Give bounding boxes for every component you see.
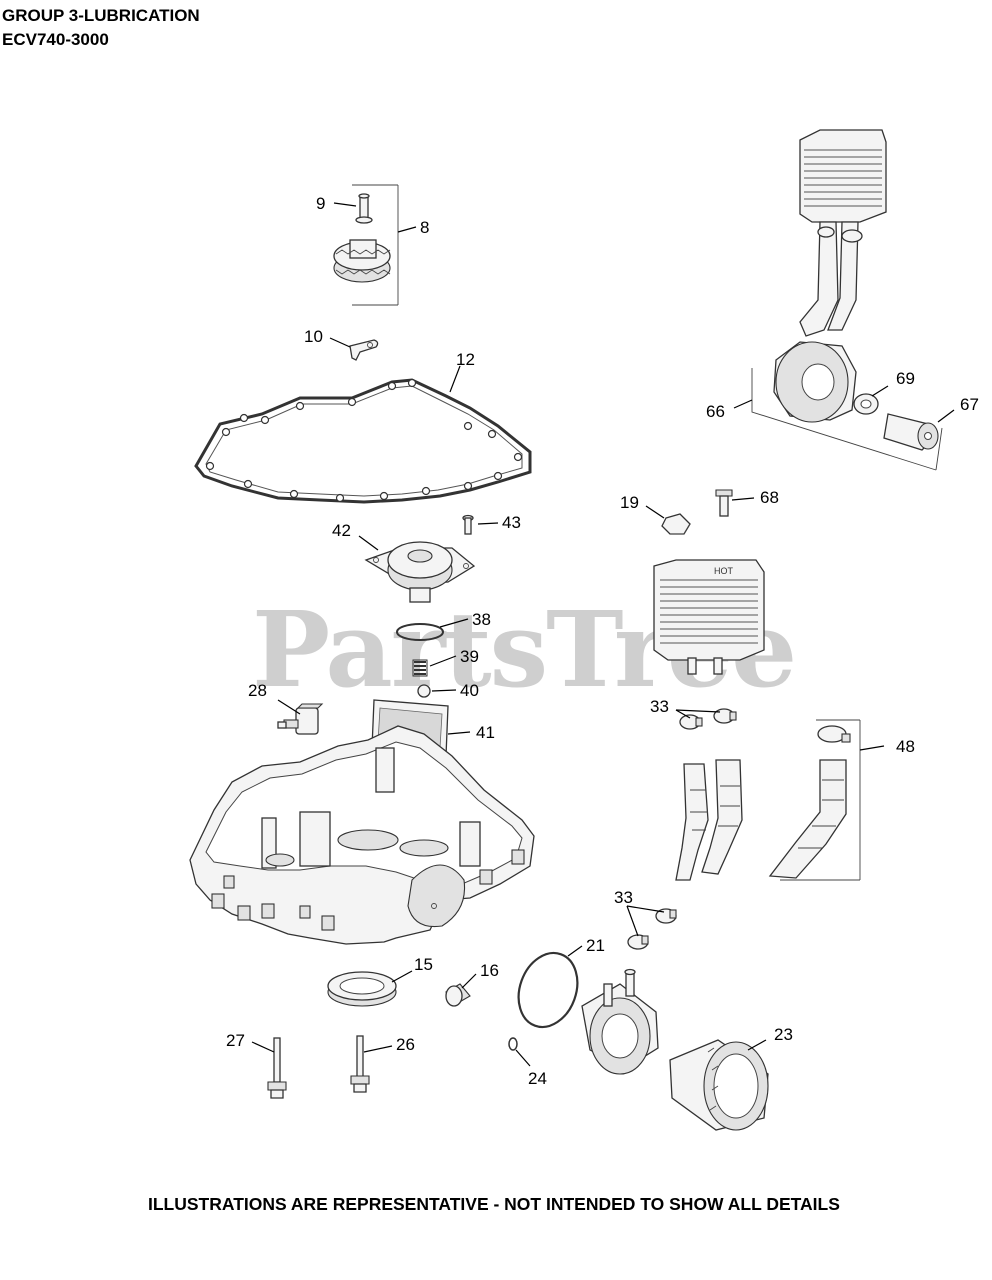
o-ring-part[interactable]: [396, 623, 444, 641]
callout-23[interactable]: 23: [774, 1025, 793, 1044]
relief-ball-part[interactable]: [417, 684, 431, 698]
callout-48[interactable]: 48: [896, 737, 915, 756]
illustration-disclaimer: ILLUSTRATIONS ARE REPRESENTATIVE - NOT I…: [148, 1194, 840, 1214]
callout-24[interactable]: 24: [528, 1069, 547, 1088]
governor-clip-part[interactable]: [349, 339, 379, 361]
callout-labels: 9 8 10 12 43 42 38 39 40 41 28 15 16 27 …: [226, 194, 979, 1088]
bolt-medium-part[interactable]: [350, 1035, 370, 1093]
callout-38[interactable]: 38: [472, 610, 491, 629]
small-o-ring-part[interactable]: [508, 1037, 518, 1051]
oil-cooler-hose-pair[interactable]: [675, 759, 743, 881]
oil-seal-part[interactable]: [327, 971, 397, 1007]
callout-9[interactable]: 9: [316, 194, 325, 213]
callout-42[interactable]: 42: [332, 521, 351, 540]
closure-plate-gasket-part[interactable]: [194, 378, 532, 504]
oil-filter-adapter[interactable]: [581, 968, 659, 1075]
cooler-bolt-part[interactable]: [715, 489, 733, 517]
cooler-hot-marking: HOT: [714, 566, 734, 576]
callout-28[interactable]: 28: [248, 681, 267, 700]
hex-nut-part[interactable]: [661, 513, 691, 535]
callout-15[interactable]: 15: [414, 955, 433, 974]
oil-pump-screw-part[interactable]: [462, 514, 474, 535]
callout-12[interactable]: 12: [456, 350, 475, 369]
hose-clamp-lower-part[interactable]: [627, 908, 677, 950]
callout-27[interactable]: 27: [226, 1031, 245, 1050]
callout-69[interactable]: 69: [896, 369, 915, 388]
callout-33-upper[interactable]: 33: [650, 697, 669, 716]
oil-pump-part[interactable]: [364, 541, 476, 603]
oil-cooler-single-hose-part[interactable]: [768, 719, 861, 881]
callout-26[interactable]: 26: [396, 1035, 415, 1054]
callout-8[interactable]: 8: [420, 218, 429, 237]
callout-10[interactable]: 10: [304, 327, 323, 346]
hose-clamp-upper-part[interactable]: [679, 708, 737, 730]
oil-cooler-assembly-part[interactable]: [751, 129, 943, 471]
oil-filter-part[interactable]: [669, 1039, 769, 1131]
callout-19[interactable]: 19: [620, 493, 639, 512]
oil-pressure-switch-part[interactable]: [277, 703, 324, 735]
sealing-washer-part[interactable]: [853, 393, 879, 415]
relief-spring-part[interactable]: [412, 659, 428, 677]
bolt-long-part[interactable]: [267, 1037, 287, 1099]
callout-68[interactable]: 68: [760, 488, 779, 507]
oil-cooler-lower[interactable]: HOT: [653, 559, 765, 675]
callout-33-lower[interactable]: 33: [614, 888, 633, 907]
governor-gear-part[interactable]: [333, 184, 399, 306]
oil-filter-adapter-o-ring-part[interactable]: [509, 945, 588, 1036]
closure-plate-oil-pan[interactable]: [189, 725, 535, 945]
callout-16[interactable]: 16: [480, 961, 499, 980]
callout-43[interactable]: 43: [502, 513, 521, 532]
callout-41[interactable]: 41: [476, 723, 495, 742]
bushing-part[interactable]: [445, 983, 471, 1007]
callout-66[interactable]: 66: [706, 402, 725, 421]
callout-leader-lines: [251, 202, 955, 1067]
callout-67[interactable]: 67: [960, 395, 979, 414]
oil-cooler-fitting-part[interactable]: [883, 413, 939, 451]
callout-40[interactable]: 40: [460, 681, 479, 700]
callout-39[interactable]: 39: [460, 647, 479, 666]
callout-21[interactable]: 21: [586, 936, 605, 955]
diagram-group-title: GROUP 3-LUBRICATION: [2, 6, 200, 25]
engine-model-number: ECV740-3000: [2, 30, 109, 49]
